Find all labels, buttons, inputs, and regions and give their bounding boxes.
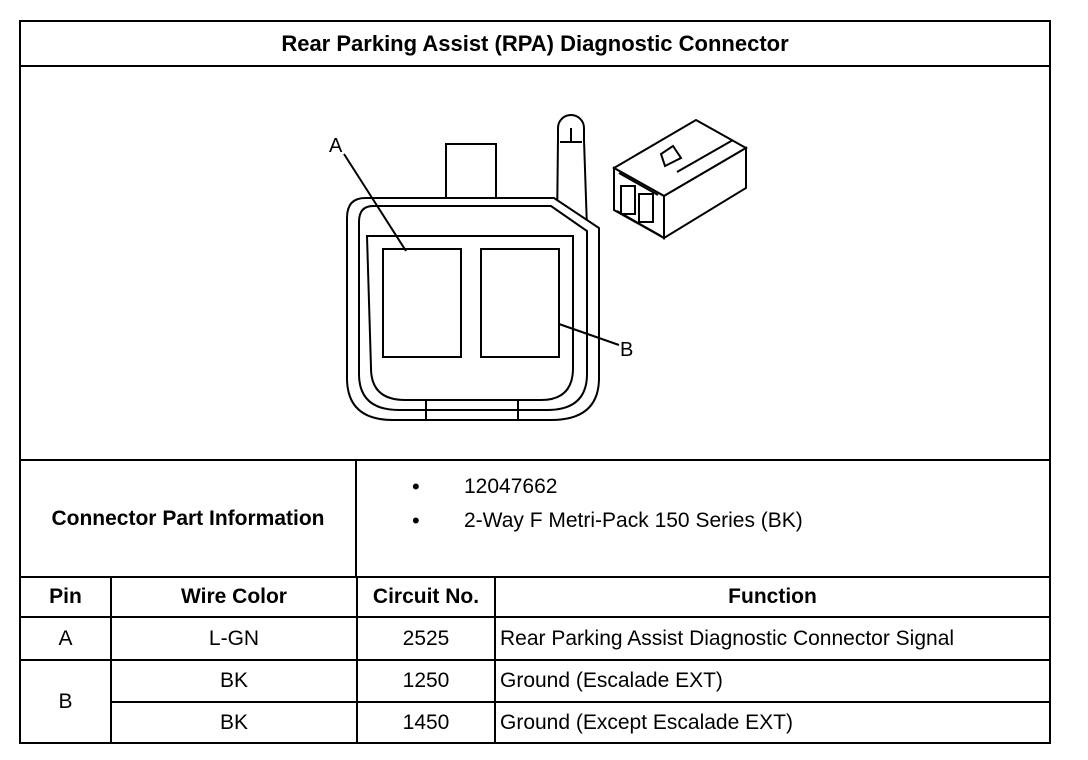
divider-row-b1 [110,701,1051,703]
connector-part-info-label: Connector Part Information [51,507,325,530]
connector-latch-arm [555,114,589,229]
divider-part-info [19,576,1051,578]
table-header-function: Function [728,585,817,608]
list-item: 12047662 [410,470,803,504]
table-cell-wire-color: BK [219,710,248,734]
list-item: 2-Way F Metri-Pack 150 Series (BK) [410,504,803,538]
diagram-frame [19,20,1051,744]
divider-row-a [19,659,1051,661]
divider-col-circuit [494,576,496,744]
divider-diagram [19,459,1051,461]
table-header-wire-color: Wire Color [181,585,287,608]
table-cell-pin: A [58,626,73,650]
table-cell-pin: B [58,689,73,713]
table-cell-function: Ground (Except Escalade EXT) [500,710,793,734]
callout-b-leader [558,323,620,346]
callout-a-leader [343,153,407,252]
callout-b-label: B [620,339,633,361]
table-cell-circuit: 1450 [402,710,450,734]
table-header-pin: Pin [49,585,82,608]
table-cell-circuit: 1250 [402,669,450,692]
divider-header [19,616,1051,618]
connector-inner-body [358,205,588,411]
divider-col-wire [356,576,358,744]
table-cell-function: Rear Parking Assist Diagnostic Connector… [500,626,955,650]
connector-part-info-list: 12047662 2-Way F Metri-Pack 150 Series (… [410,470,803,538]
divider-col-pin [110,576,112,744]
connector-top-tab [445,143,497,203]
connector-cavity-outline [365,235,574,401]
divider-part-info-vertical [355,459,357,578]
connector-diagram: A B [21,68,1049,459]
page-title: Rear Parking Assist (RPA) Diagnostic Con… [281,31,789,56]
table-header-circuit: Circuit No. [372,585,480,608]
terminal-b [480,248,560,358]
divider-title [19,65,1051,67]
connector-isometric-view [611,118,749,240]
table-cell-function: Ground (Escalade EXT) [500,669,723,692]
table-cell-wire-color: BK [219,669,248,692]
terminal-a [382,248,462,358]
table-cell-wire-color: L-GN [208,626,260,650]
callout-a-label: A [329,135,343,157]
table-cell-circuit: 2525 [402,626,450,650]
